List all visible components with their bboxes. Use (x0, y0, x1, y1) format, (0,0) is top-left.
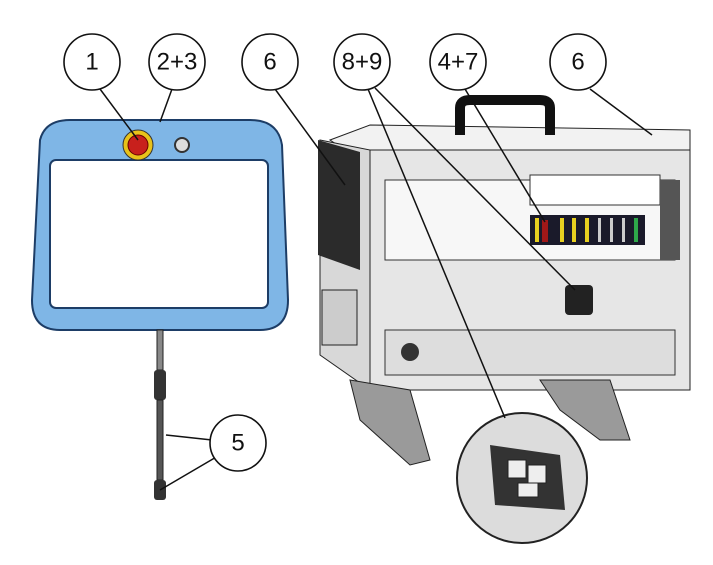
fan-grille-left (318, 140, 360, 270)
io-terminal-strip (530, 215, 645, 245)
emergency-stop-button (127, 134, 149, 156)
callout-5: 5 (209, 414, 267, 472)
callout-label: 1 (85, 49, 98, 76)
callout-6-left: 6 (241, 33, 299, 91)
callout-4-7: 4+7 (429, 33, 487, 91)
callout-1: 1 (63, 33, 121, 91)
callout-6-right: 6 (549, 33, 607, 91)
carry-handle (455, 95, 555, 135)
power-inlet-detail (456, 412, 588, 544)
power-connector (565, 285, 593, 315)
power-button (174, 137, 190, 153)
callout-2-3: 2+3 (148, 33, 206, 91)
teach-pendant (30, 119, 290, 500)
leader-lines (99, 87, 653, 491)
callout-label: 6 (571, 49, 584, 76)
pendant-screen (49, 159, 269, 309)
callout-8-9: 8+9 (333, 33, 391, 91)
callout-label: 2+3 (157, 49, 198, 76)
cable-connector (154, 370, 166, 400)
callout-label: 4+7 (438, 49, 479, 76)
callout-label: 6 (263, 49, 276, 76)
callout-label: 8+9 (342, 49, 383, 76)
callout-label: 5 (231, 430, 244, 457)
